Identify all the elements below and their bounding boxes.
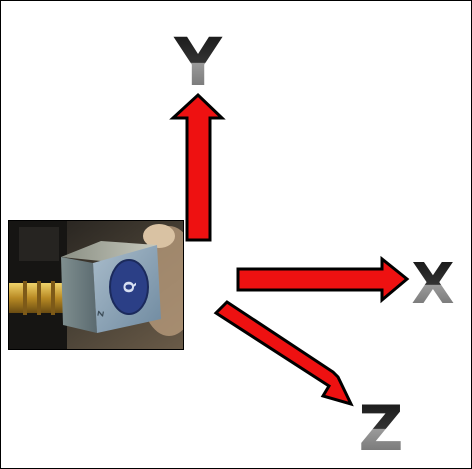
z-axis-label: Z (359, 392, 404, 465)
sensor-illustration: Q Z (9, 221, 183, 349)
sensor-badge-mark: Q (122, 281, 138, 293)
z-axis-arrow (213, 300, 354, 407)
sensor-cube-side (61, 257, 97, 333)
connector-ridge-2 (37, 281, 41, 315)
x-axis-arrow (236, 255, 410, 304)
mounting-block-face (19, 227, 59, 261)
y-axis-label: Y (173, 24, 223, 101)
sensor-photo: Q Z (8, 220, 184, 350)
sensor-side-mark: Z (96, 310, 106, 317)
x-axis-label: X (411, 252, 454, 317)
sensor-cube-top (61, 241, 157, 263)
connector-ridge-1 (23, 281, 27, 315)
connector-ridge-3 (51, 281, 55, 315)
y-axis-arrow (169, 92, 226, 242)
finger-tip (143, 224, 175, 248)
sensor-badge (109, 259, 149, 315)
